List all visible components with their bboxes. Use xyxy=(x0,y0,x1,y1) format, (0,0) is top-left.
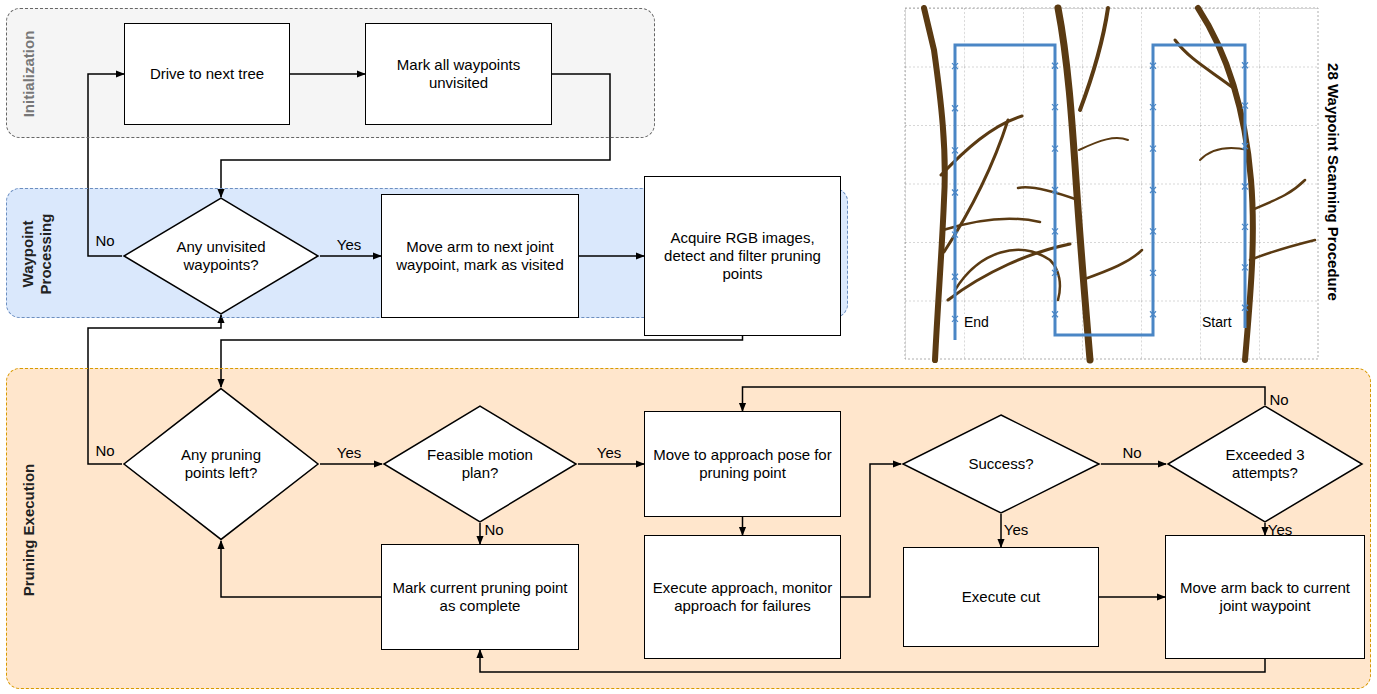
flow-arrow xyxy=(1264,523,1266,535)
edge-label: Yes xyxy=(1004,521,1028,538)
node-text: Execute approach, monitor approach for f… xyxy=(652,579,833,615)
node-text: Execute cut xyxy=(962,588,1040,606)
waypoint-mark xyxy=(952,274,958,280)
edge-label: Yes xyxy=(597,444,621,461)
edge-label: No xyxy=(484,521,503,538)
waypoint-marks xyxy=(952,62,1248,322)
edge-label: Yes xyxy=(337,444,361,461)
flow-arrow xyxy=(1101,463,1166,465)
group-band: Waypoint Processing Any unvisited waypoin… xyxy=(6,188,848,318)
flow-arrow xyxy=(480,650,1265,672)
node-text: Move to approach pose for pruning point xyxy=(652,446,833,482)
scan-path xyxy=(955,45,1245,340)
process-box: Move arm to next joint waypoint, mark as… xyxy=(381,194,579,318)
group-band: Initialization Drive to next tree Mark all… xyxy=(6,8,655,138)
waypoint-mark xyxy=(952,63,958,69)
node-text: Feasible motion plan? xyxy=(421,446,539,482)
edge-label: No xyxy=(95,232,114,249)
waypoint-mark xyxy=(1242,184,1248,190)
node-text: Drive to next tree xyxy=(150,65,264,83)
node-text: Exceeded 3 attempts? xyxy=(1206,446,1325,482)
waypoint-mark xyxy=(952,105,958,111)
waypoint-mark xyxy=(952,147,958,153)
node-text: Move arm back to current joint waypoint xyxy=(1173,579,1357,615)
path-marker-label: End xyxy=(963,314,990,330)
node-text: Mark all waypoints unvisited xyxy=(373,56,544,92)
node-text: Move arm to next joint waypoint, mark as… xyxy=(389,238,571,274)
flow-arrow xyxy=(1099,596,1165,598)
flow-arrow xyxy=(743,387,1266,411)
waypoint-mark xyxy=(1052,63,1058,69)
band-ground xyxy=(6,368,1371,689)
flow-arrow xyxy=(578,463,644,465)
tree-branches xyxy=(924,8,1315,360)
node-text: Mark current pruning point as complete xyxy=(389,579,571,615)
process-box: Execute approach, monitor approach for f… xyxy=(644,535,841,659)
process-box: Mark all waypoints unvisited xyxy=(365,23,552,125)
flow-arrow xyxy=(221,336,743,387)
decision-diamond: Any pruning points left? xyxy=(122,387,320,541)
process-box: Move to approach pose for pruning point xyxy=(644,411,841,517)
waypoint-mark xyxy=(1150,187,1156,193)
edge-label: No xyxy=(95,442,114,459)
waypoint-mark xyxy=(1242,103,1248,109)
waypoint-mark xyxy=(1150,311,1156,317)
scan-grid xyxy=(905,8,1318,359)
waypoint-mark xyxy=(952,316,958,322)
flow-arrow xyxy=(742,517,744,535)
node-text: Any pruning points left? xyxy=(162,446,281,482)
decision-diamond: Exceeded 3 attempts? xyxy=(1166,405,1364,523)
process-box: Acquire RGB images, detect and filter pr… xyxy=(644,176,841,336)
figure-title: 28 Waypoint Scanning Procedure xyxy=(1325,62,1341,302)
node-text: Acquire RGB images, detect and filter pr… xyxy=(652,229,833,283)
decision-diamond: Any unvisited waypoints? xyxy=(122,197,320,315)
waypoint-mark xyxy=(1150,63,1156,69)
edge-label: Yes xyxy=(1268,521,1292,538)
flow-arrow xyxy=(88,74,124,256)
edge-label: Yes xyxy=(337,236,361,253)
decision-diamond: Feasible motion plan? xyxy=(382,405,578,523)
flow-arrow xyxy=(290,73,365,75)
waypoint-mark xyxy=(1052,146,1058,152)
waypoint-mark xyxy=(1150,146,1156,152)
waypoint-mark xyxy=(1052,104,1058,110)
waypoint-mark xyxy=(952,190,958,196)
flow-arrow xyxy=(579,255,644,257)
flow-arrow xyxy=(221,541,381,597)
flow-arrow xyxy=(320,463,382,465)
waypoint-mark xyxy=(1150,228,1156,234)
flow-arrow xyxy=(841,464,901,597)
process-box: Mark current pruning point as complete xyxy=(381,544,579,650)
process-box: Move arm back to current joint waypoint xyxy=(1165,535,1365,659)
node-text: Success? xyxy=(968,455,1033,473)
path-marker-label: Start xyxy=(1201,314,1233,330)
edge-label: No xyxy=(1269,391,1288,408)
waypoint-mark xyxy=(1242,264,1248,270)
edge-label: No xyxy=(1122,444,1141,461)
process-box: Drive to next tree xyxy=(124,23,290,125)
waypoint-mark xyxy=(1242,143,1248,149)
group-label: Initialization xyxy=(20,12,38,136)
waypoint-mark xyxy=(1242,224,1248,230)
waypoint-mark xyxy=(1052,187,1058,193)
waypoint-mark xyxy=(1052,311,1058,317)
flow-arrow xyxy=(479,523,481,544)
band-ground xyxy=(6,8,655,138)
group-label: Waypoint Processing xyxy=(19,198,55,310)
waypoint-mark xyxy=(1150,270,1156,276)
waypoint-mark xyxy=(1242,305,1248,311)
group-label: Pruning Execution xyxy=(20,380,38,680)
node-text: Any unvisited waypoints? xyxy=(162,238,281,274)
process-box: Execute cut xyxy=(903,547,1099,647)
waypoint-mark xyxy=(1242,62,1248,68)
decision-diamond: Success? xyxy=(901,414,1101,514)
waypoint-mark xyxy=(1150,104,1156,110)
waypoint-mark xyxy=(1052,270,1058,276)
waypoint-mark xyxy=(1052,228,1058,234)
flow-arrow xyxy=(320,255,381,257)
waypoint-mark xyxy=(952,232,958,238)
flow-arrow xyxy=(1000,514,1002,547)
group-band: Pruning Execution Any pruning points left… xyxy=(6,368,1371,689)
